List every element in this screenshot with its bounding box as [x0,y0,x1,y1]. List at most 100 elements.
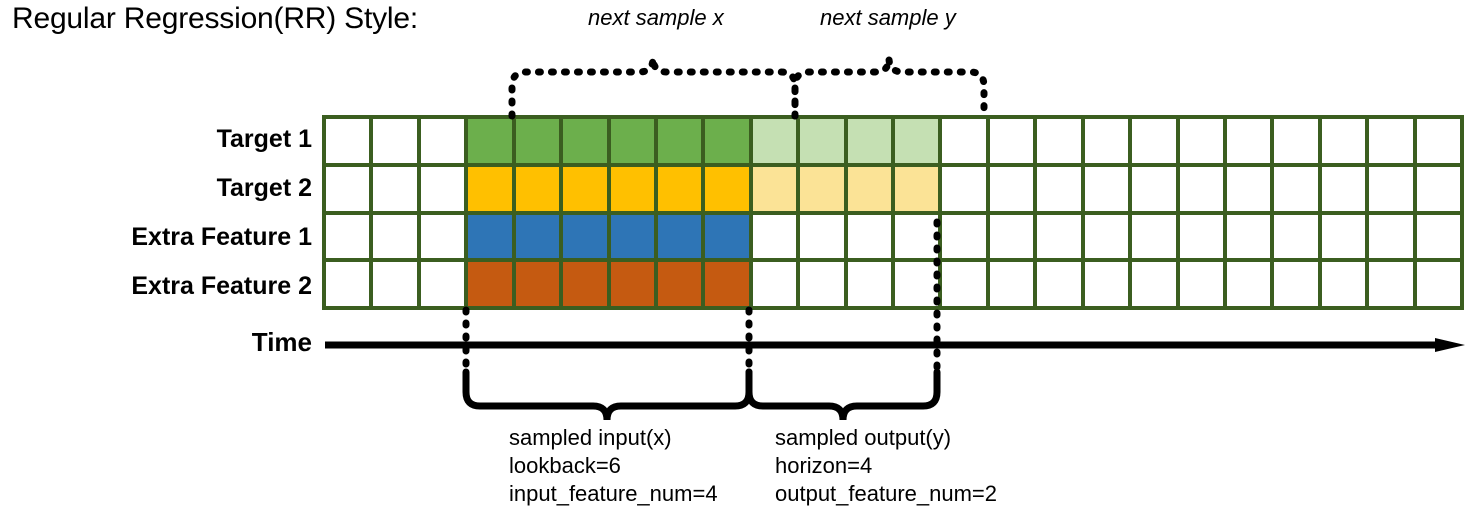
grid-cell-r2-c18 [1132,166,1176,211]
grid-cell-r4-c24 [1416,262,1460,306]
grid-cell-r2-c2 [373,166,417,211]
page-title: Regular Regression(RR) Style: [12,2,419,35]
annotation-line-3: output_feature_num=2 [775,481,998,507]
grid-cell-r2-c8 [657,166,702,211]
grid-cell-r3-c5 [515,214,560,259]
grid-cell-r2-c21 [1274,166,1318,211]
grid-cell-r4-c17 [1084,262,1129,306]
grid-cell-r2-c3 [420,166,465,211]
grid-cell-r1-c4 [468,119,512,163]
grid-cell-r1-c17 [1084,119,1129,163]
grid-cell-r4-c21 [1274,262,1318,306]
row-label-column: Target 1 Target 2 Extra Feature 1 Extra … [0,115,312,310]
grid-cell-r1-c5 [515,119,560,163]
grid-cell-r3-c10 [752,214,797,259]
grid-cell-r4-c19 [1179,262,1223,306]
grid-cell-r1-c16 [1037,119,1081,163]
grid-cell-r4-c5 [515,262,560,306]
grid-cell-r1-c10 [752,119,797,163]
grid-cell-r3-c18 [1132,214,1176,259]
grid-cell-r4-c18 [1132,262,1176,306]
timeseries-grid [322,115,1464,310]
grid-cell-r1-c21 [1274,119,1318,163]
brace-next-sample-x [508,57,799,120]
annotation-next-sample-y: next sample y [820,5,956,30]
grid-cell-r2-c7 [610,166,654,211]
grid-cell-r3-c14 [942,214,986,259]
grid-cell-r3-c3 [420,214,465,259]
grid-cell-r3-c17 [1084,214,1129,259]
grid-cell-r1-c8 [657,119,702,163]
grid-cell-r4-c13 [895,262,939,306]
grid-cell-r4-c14 [942,262,986,306]
grid-cell-r3-c23 [1369,214,1413,259]
grid-cell-r1-c13 [895,119,939,163]
grid-cell-r3-c12 [847,214,891,259]
grid-cell-r4-c12 [847,262,891,306]
annotation-line-1: sampled output(y) [775,425,952,450]
grid-cell-r3-c16 [1037,214,1081,259]
annotation-line-1: sampled input(x) [509,425,672,450]
grid-cell-r4-c23 [1369,262,1413,306]
annotation-line-2: horizon=4 [775,453,873,479]
grid-cell-r2-c12 [847,166,891,211]
grid-cell-r2-c4 [468,166,512,211]
grid-cell-r2-c9 [705,166,749,211]
brace-sampled-input [462,368,753,421]
grid-cell-r2-c14 [942,166,986,211]
annotation-next-sample-x: next sample x [588,5,724,30]
grid-cell-r1-c19 [1179,119,1223,163]
grid-cell-r3-c24 [1416,214,1460,259]
grid-cell-r3-c8 [657,214,702,259]
grid-cell-r4-c11 [800,262,844,306]
grid-cell-r2-c17 [1084,166,1129,211]
grid-cell-r4-c2 [373,262,417,306]
grid-cell-r1-c11 [800,119,844,163]
grid-cell-r1-c3 [420,119,465,163]
time-axis-arrow [325,338,1465,352]
grid-cell-r3-c19 [1179,214,1223,259]
grid-cell-r2-c16 [1037,166,1081,211]
brace-next-sample-y [791,57,988,120]
grid-cell-r1-c15 [989,119,1034,163]
grid-cell-r4-c22 [1321,262,1366,306]
grid-cell-r4-c8 [657,262,702,306]
grid-cell-r1-c6 [563,119,607,163]
grid-cell-r1-c9 [705,119,749,163]
grid-cell-r4-c15 [989,262,1034,306]
grid-cell-r3-c7 [610,214,654,259]
grid-cell-r2-c5 [515,166,560,211]
grid-cell-r3-c15 [989,214,1034,259]
row-label-extra-feature-1: Extra Feature 1 [131,223,312,251]
grid-cell-r3-c2 [373,214,417,259]
grid-cell-r1-c1 [326,119,370,163]
grid-cell-r2-c13 [895,166,939,211]
row-label-extra-feature-2: Extra Feature 2 [131,272,312,300]
grid-cell-r2-c20 [1226,166,1271,211]
grid-cell-r4-c9 [705,262,749,306]
grid-cell-r2-c22 [1321,166,1366,211]
grid-cell-r3-c6 [563,214,607,259]
grid-cell-r1-c14 [942,119,986,163]
grid-cell-r2-c6 [563,166,607,211]
grid-cell-r1-c20 [1226,119,1271,163]
grid-cell-r2-c15 [989,166,1034,211]
grid-cell-r2-c19 [1179,166,1223,211]
grid-cell-r4-c7 [610,262,654,306]
grid-cell-r4-c10 [752,262,797,306]
grid-cell-r4-c6 [563,262,607,306]
row-label-target-1: Target 1 [216,125,312,153]
grid-cell-r3-c21 [1274,214,1318,259]
grid-cell-r1-c7 [610,119,654,163]
grid-cell-r4-c4 [468,262,512,306]
grid-cell-r1-c2 [373,119,417,163]
grid-cell-r2-c10 [752,166,797,211]
annotation-line-2: lookback=6 [509,453,621,479]
row-label-target-2: Target 2 [216,174,312,202]
grid-cell-r1-c18 [1132,119,1176,163]
grid-cell-r2-c1 [326,166,370,211]
grid-cell-r2-c23 [1369,166,1413,211]
annotation-line-3: input_feature_num=4 [509,481,718,507]
grid-cell-r4-c3 [420,262,465,306]
